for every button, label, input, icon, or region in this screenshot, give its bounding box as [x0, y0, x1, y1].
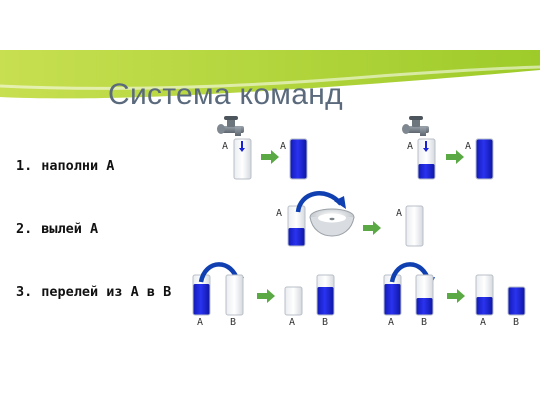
glass-label: A	[289, 317, 296, 328]
right-arrow-icon	[447, 289, 465, 303]
slide-title: Система команд	[108, 78, 343, 111]
glass-a	[475, 138, 494, 180]
glass-a	[192, 274, 211, 316]
down-arrow-icon	[423, 141, 429, 152]
command-number: 1.	[16, 158, 33, 174]
command-text: перелей из A в B	[41, 284, 172, 300]
right-arrow-icon	[363, 221, 381, 235]
right-arrow-icon	[446, 150, 464, 164]
command-text: вылей A	[41, 221, 99, 237]
glass-label: B	[421, 317, 428, 328]
curved-arrow-icon	[295, 191, 346, 213]
glass-b	[225, 274, 244, 316]
glass-label: A	[388, 317, 395, 328]
glass-label: A	[222, 141, 229, 152]
glass-a	[417, 138, 436, 180]
glass-a	[405, 205, 424, 247]
command-empty: 2. вылей A	[16, 221, 98, 237]
glass-a	[475, 274, 494, 316]
glass-label: B	[230, 317, 237, 328]
glass-label: A	[465, 141, 472, 152]
glass-a	[284, 286, 303, 316]
glass-a	[287, 205, 306, 247]
glass-label: A	[407, 141, 414, 152]
right-arrow-icon	[257, 289, 275, 303]
glass-b	[415, 274, 434, 316]
tap-icon	[402, 116, 429, 136]
glass-label: A	[197, 317, 204, 328]
glass-label: A	[276, 208, 283, 219]
glass-label: B	[513, 317, 520, 328]
command-number: 2.	[16, 221, 33, 237]
glass-label: A	[480, 317, 487, 328]
right-arrow-icon	[261, 150, 279, 164]
glass-a	[383, 274, 402, 316]
glass-a	[289, 138, 308, 180]
command-fill: 1. наполни A	[16, 158, 114, 174]
down-arrow-icon	[239, 141, 245, 152]
command-text: наполни A	[41, 158, 115, 174]
glass-label: B	[322, 317, 329, 328]
sink-icon	[309, 208, 355, 237]
command-number: 3.	[16, 284, 33, 300]
glass-label: A	[280, 141, 287, 152]
command-pour: 3. перелей из A в B	[16, 284, 171, 300]
header-banner	[0, 50, 540, 99]
tap-icon	[217, 116, 244, 136]
glass-b	[316, 274, 335, 316]
glass-b	[507, 286, 526, 316]
footer-area	[0, 353, 540, 405]
glass-a	[233, 138, 252, 180]
glass-label: A	[396, 208, 403, 219]
